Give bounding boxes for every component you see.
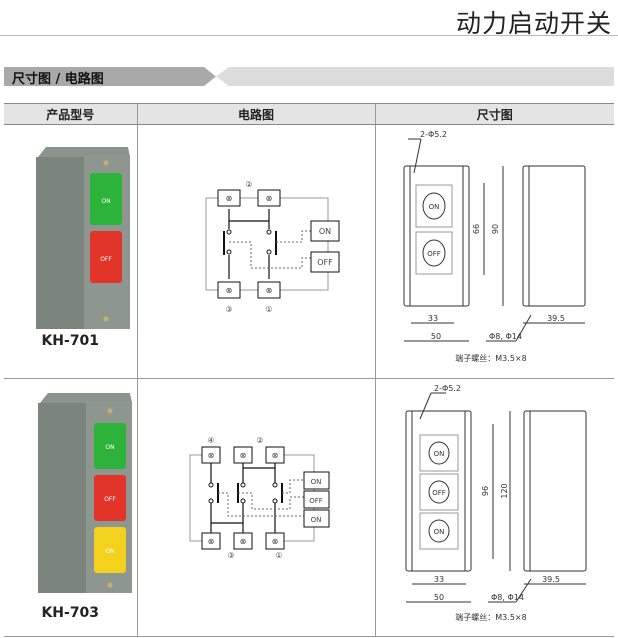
svg-text:⊗: ⊗ [225, 194, 232, 203]
svg-text:Φ8, Φ14: Φ8, Φ14 [489, 332, 522, 341]
svg-text:⊗: ⊗ [239, 537, 246, 546]
svg-text:⊗: ⊗ [207, 451, 214, 460]
svg-text:⊗: ⊗ [207, 537, 214, 546]
table-row: ON OFF KH-701 ⊗ ⊗ ⊗ ⊗ ② ③ ① ON OFF ON OFF 2-Φ5.… [4, 124, 614, 379]
section-title: 尺寸图 / 电路图 [12, 72, 104, 87]
svg-text:③: ③ [227, 551, 234, 560]
title-divider [0, 35, 618, 36]
svg-text:端子螺丝：M3.5×8: 端子螺丝：M3.5×8 [455, 612, 526, 622]
product-cell: ON OFF ON KH-703 [4, 378, 137, 637]
svg-text:④: ④ [207, 436, 214, 445]
product-cell: ON OFF KH-701 [4, 124, 137, 379]
svg-text:⊗: ⊗ [271, 537, 278, 546]
svg-text:33: 33 [433, 575, 443, 584]
svg-text:OFF: OFF [100, 256, 112, 263]
svg-text:2-Φ5.2: 2-Φ5.2 [434, 384, 461, 393]
svg-text:ON: ON [428, 203, 439, 211]
svg-text:OFF: OFF [317, 258, 333, 267]
table-row: ON OFF ON KH-703 ⊗ ⊗ ⊗ ⊗ ⊗ ⊗ ④ ② ③ ① ON OFF ON ON… [4, 378, 614, 637]
model-name: KH-701 [41, 333, 100, 349]
svg-text:②: ② [256, 436, 263, 445]
product-photo-kh703: ON OFF ON [38, 393, 132, 593]
svg-text:33: 33 [427, 314, 437, 323]
page-title: 动力启动开关 [455, 9, 612, 38]
dimension-drawing-kh701: ON OFF 2-Φ5.2 66 90 33 50 39.5Φ8, Φ14 端子螺丝… [403, 130, 585, 363]
model-name: KH-703 [41, 605, 100, 621]
on-button [90, 173, 122, 225]
svg-text:ON: ON [433, 450, 444, 458]
svg-text:ON: ON [318, 227, 330, 236]
circuit-cell: ⊗ ⊗ ⊗ ⊗ ② ③ ① ON OFF [136, 124, 375, 379]
svg-text:50: 50 [433, 593, 443, 602]
section-banner [4, 67, 614, 86]
svg-text:⊗: ⊗ [265, 194, 272, 203]
svg-text:50: 50 [430, 332, 440, 341]
svg-text:端子螺丝：M3.5×8: 端子螺丝：M3.5×8 [455, 353, 526, 363]
svg-text:120: 120 [500, 483, 509, 498]
svg-text:OFF: OFF [104, 496, 116, 503]
svg-text:⊗: ⊗ [265, 286, 272, 295]
svg-text:③: ③ [225, 305, 232, 314]
svg-text:39.5: 39.5 [547, 314, 565, 323]
svg-text:ON: ON [105, 444, 114, 451]
dimension-drawing-kh703: ON OFF ON 2-Φ5.2 96 120 33 50 39.5Φ8, Φ14 端… [405, 384, 586, 622]
svg-text:⊗: ⊗ [239, 451, 246, 460]
svg-text:Φ8, Φ14: Φ8, Φ14 [491, 593, 524, 602]
circuit-diagram-kh701: ⊗ ⊗ ⊗ ⊗ ② ③ ① ON OFF [205, 180, 339, 314]
svg-text:①: ① [275, 551, 282, 560]
svg-text:OFF: OFF [427, 250, 441, 258]
svg-text:OFF: OFF [432, 489, 446, 497]
off-button [90, 231, 122, 283]
svg-text:96: 96 [481, 486, 490, 496]
svg-text:90: 90 [491, 224, 500, 234]
svg-text:ON: ON [101, 198, 110, 205]
svg-text:ON: ON [310, 516, 321, 524]
circuit-cell: ⊗ ⊗ ⊗ ⊗ ⊗ ⊗ ④ ② ③ ① ON OFF ON [136, 378, 375, 637]
col-circuit: 电路图 [136, 103, 375, 125]
svg-text:ON: ON [310, 478, 321, 486]
svg-text:ON: ON [105, 548, 114, 555]
svg-text:OFF: OFF [309, 497, 323, 505]
svg-text:⊗: ⊗ [225, 286, 232, 295]
spec-table: 产品型号 电路图 尺寸图 ON OFF KH-701 ⊗ ⊗ ⊗ ⊗ ② ③ ① ON OF… [4, 103, 614, 637]
svg-text:①: ① [265, 305, 272, 314]
svg-text:ON: ON [433, 528, 444, 536]
svg-text:66: 66 [472, 224, 481, 234]
svg-text:②: ② [245, 180, 252, 189]
product-photo-kh701: ON OFF [36, 147, 130, 329]
svg-text:39.5: 39.5 [542, 575, 560, 584]
col-dimensions: 尺寸图 [374, 103, 614, 125]
svg-text:2-Φ5.2: 2-Φ5.2 [420, 130, 447, 139]
col-model: 产品型号 [4, 103, 137, 125]
circuit-diagram-kh703: ⊗ ⊗ ⊗ ⊗ ⊗ ⊗ ④ ② ③ ① ON OFF ON [189, 436, 329, 560]
svg-text:⊗: ⊗ [271, 451, 278, 460]
